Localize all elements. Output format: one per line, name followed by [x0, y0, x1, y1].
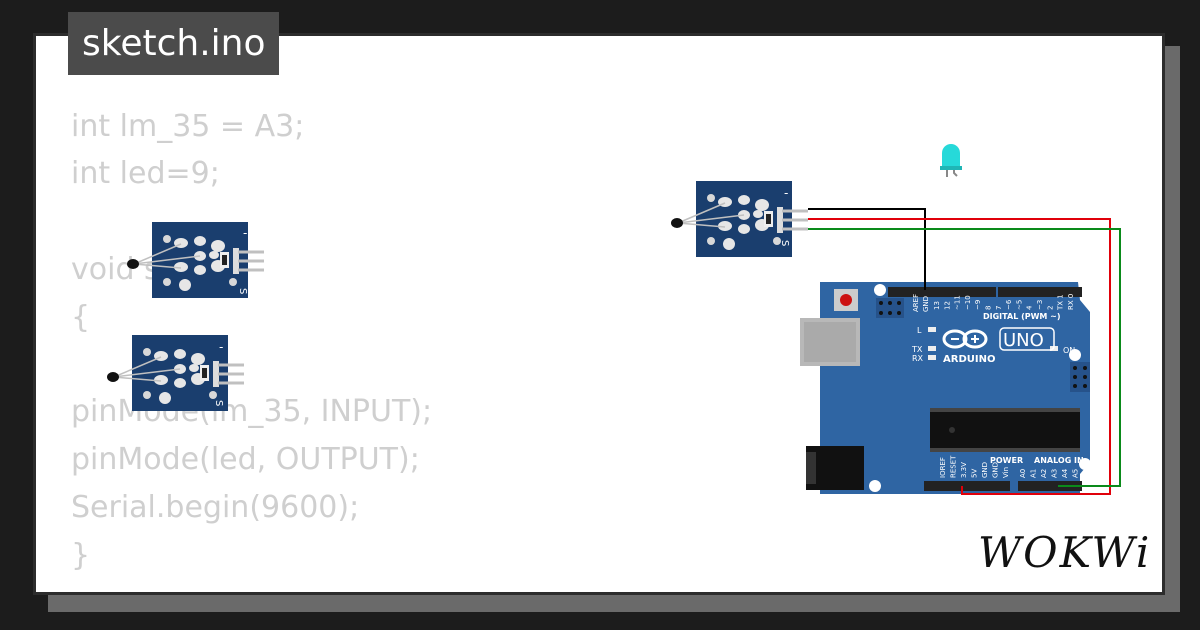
digital-pin-label-1: 12 — [943, 301, 951, 310]
power-pin-label-3: 5V — [971, 469, 979, 478]
power-pin-label-6: Vin — [1002, 467, 1010, 478]
digital-pin-label-3: ~10 — [964, 295, 972, 310]
sensor-2-minus-label: - — [219, 340, 223, 354]
gnd-header-label: GND — [922, 296, 930, 312]
file-tab[interactable]: sketch.ino — [68, 12, 280, 75]
digital-pin-label-12: TX 1 — [1057, 294, 1065, 311]
wire-ground[interactable] — [808, 208, 926, 290]
analog-label: ANALOG IN — [1034, 456, 1084, 465]
power-pin-label-2: 3.3V — [960, 462, 968, 478]
analog-pin-label-5: A5 — [1072, 469, 1080, 478]
wokwi-logo: WOKWi — [978, 528, 1152, 577]
sensor-1-s-label: S — [237, 288, 248, 294]
analog-pin-label-2: A2 — [1040, 469, 1048, 478]
power-pin-label-1: RESET — [950, 455, 958, 478]
sensor-3-minus-label: - — [784, 186, 788, 200]
digital-pin-label-7: ~6 — [1005, 299, 1013, 310]
l-label: L — [917, 326, 922, 335]
digital-pin-label-9: 4 — [1026, 305, 1034, 310]
wire-signal[interactable] — [808, 228, 1121, 487]
code-line-1: int lm_35 = A3; — [71, 109, 305, 144]
power-pin-label-5: GND — [992, 462, 1000, 478]
board-brand-label: ARDUINO — [943, 354, 995, 365]
digital-pin-label-8: ~5 — [1015, 300, 1023, 310]
analog-pin-label-0: A0 — [1019, 469, 1027, 478]
digital-pin-label-0: 13 — [933, 301, 941, 310]
digital-pin-label-13: RX 0 — [1067, 294, 1075, 310]
analog-pin-label-1: A1 — [1030, 469, 1038, 478]
digital-pin-label-11: 2 — [1046, 306, 1054, 310]
code-line-10: } — [71, 538, 91, 573]
on-label: ON — [1063, 346, 1075, 355]
code-line-8: pinMode(led, OUTPUT); — [71, 442, 420, 477]
digital-pin-label-4: ~9 — [974, 300, 982, 310]
digital-pin-label-6: 7 — [995, 306, 1003, 310]
rx-label: RX — [912, 354, 924, 363]
analog-pin-label-4: A4 — [1061, 468, 1069, 478]
sensor-3-s-label: S — [779, 240, 790, 246]
digital-pin-label-2: ~11 — [954, 295, 962, 310]
digital-pin-label-5: 8 — [985, 306, 993, 310]
power-pin-label-0: IOREF — [939, 457, 947, 478]
aref-label: AREF — [912, 294, 920, 312]
code-line-4: void s — [71, 252, 160, 287]
arduino-uno-board[interactable] — [800, 282, 1091, 494]
cyan-led[interactable] — [940, 144, 962, 177]
sensor-1-minus-label: - — [243, 226, 247, 240]
power-label: POWER — [990, 456, 1023, 465]
tx-label: TX — [911, 345, 923, 354]
code-line-9: Serial.begin(9600); — [71, 490, 360, 525]
digital-pin-label-10: ~3 — [1036, 300, 1044, 310]
code-line-5: { — [71, 300, 91, 335]
analog-pin-label-3: A3 — [1051, 469, 1059, 478]
digital-header-label: DIGITAL (PWM ~) — [983, 312, 1061, 321]
sensor-2-s-label: S — [213, 400, 224, 406]
board-model-label: UNO — [1003, 330, 1044, 351]
power-pin-label-4: GND — [981, 462, 989, 478]
code-line-2: int led=9; — [71, 156, 220, 191]
wire-vcc[interactable] — [808, 218, 1111, 495]
